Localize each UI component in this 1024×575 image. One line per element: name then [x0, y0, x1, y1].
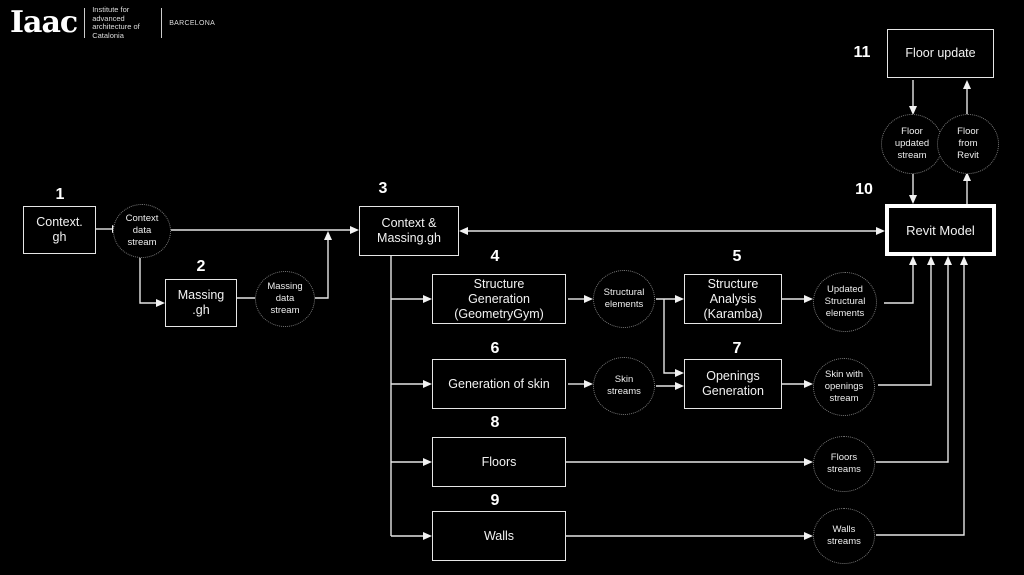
node-number-9: 9 [490, 492, 500, 509]
node-revit-model[interactable]: Revit Model [885, 204, 996, 256]
stream-walls[interactable]: Walls streams [813, 508, 875, 564]
arrowhead [675, 295, 684, 303]
node-floor-update[interactable]: Floor update [887, 29, 994, 78]
edge-walls-to-revit [876, 265, 965, 536]
arrowhead [963, 80, 971, 89]
stream-massing-data[interactable]: Massing data stream [255, 271, 315, 327]
node-number-7: 7 [732, 340, 742, 357]
node-number-4: 4 [490, 248, 500, 265]
arrowhead [584, 295, 593, 303]
edge-updated-to-revit [884, 265, 914, 304]
stream-updated-structural-elements[interactable]: Updated Structural elements [813, 272, 877, 332]
node-structure-analysis[interactable]: Structure Analysis (Karamba) [684, 274, 782, 324]
node-openings-generation[interactable]: Openings Generation [684, 359, 782, 409]
node-number-3: 3 [378, 180, 388, 197]
arrowhead [909, 256, 917, 265]
arrowhead [675, 382, 684, 390]
stream-skin-with-openings[interactable]: Skin with openings stream [813, 358, 875, 416]
arrowhead [423, 295, 432, 303]
institute-name: Institute for advanced architecture of C… [92, 5, 140, 40]
arrowhead [960, 256, 968, 265]
edge-floors-to-revit [876, 265, 949, 463]
node-massing-gh[interactable]: Massing .gh [165, 279, 237, 327]
node-number-6: 6 [490, 340, 500, 357]
node-walls[interactable]: Walls [432, 511, 566, 561]
stream-structural-elements[interactable]: Structural elements [593, 270, 655, 328]
node-number-1: 1 [55, 186, 65, 203]
node-number-5: 5 [732, 248, 742, 265]
arrowhead [423, 380, 432, 388]
node-number-2: 2 [196, 258, 206, 275]
arrowhead [944, 256, 952, 265]
arrowhead [804, 295, 813, 303]
arrowhead [459, 227, 468, 235]
arrowhead [804, 458, 813, 466]
node-number-10: 10 [855, 181, 873, 198]
stream-floors[interactable]: Floors streams [813, 436, 875, 492]
arrowhead [909, 106, 917, 115]
node-number-11: 11 [853, 44, 871, 61]
arrowhead [423, 532, 432, 540]
arrowhead [909, 195, 917, 204]
node-floors[interactable]: Floors [432, 437, 566, 487]
stream-floor-from-revit[interactable]: Floor from Revit [937, 114, 999, 174]
node-number-8: 8 [490, 414, 500, 431]
edge-massing-stream-to-3 [314, 240, 329, 299]
logo-city: BARCELONA [169, 19, 216, 27]
node-generation-of-skin[interactable]: Generation of skin [432, 359, 566, 409]
arrowhead [963, 172, 971, 181]
node-context-gh[interactable]: Context. gh [23, 206, 96, 254]
stream-skin[interactable]: Skin streams [593, 357, 655, 415]
node-structure-generation[interactable]: Structure Generation (GeometryGym) [432, 274, 566, 324]
stream-floor-updated[interactable]: Floor updated stream [881, 114, 943, 174]
arrowhead [927, 256, 935, 265]
arrowhead [423, 458, 432, 466]
node-context-massing-gh[interactable]: Context & Massing.gh [359, 206, 459, 256]
edge-context-stream-to-massing [139, 256, 156, 304]
stream-context-data[interactable]: Context data stream [113, 204, 171, 258]
logo-mark: Iaac [10, 5, 78, 40]
arrowhead [675, 369, 684, 377]
arrowhead [584, 380, 593, 388]
arrowhead [804, 532, 813, 540]
edge-structural-to-7 [663, 299, 675, 374]
edge-skin-openings-to-revit [878, 265, 932, 386]
arrowhead [156, 299, 165, 307]
arrowhead [324, 231, 332, 240]
logo-divider [84, 8, 86, 38]
iaac-logo: Iaac Institute for advanced architecture… [10, 5, 216, 40]
arrowhead [350, 226, 359, 234]
logo-divider [161, 8, 163, 38]
arrowhead [804, 380, 813, 388]
arrowhead [876, 227, 885, 235]
